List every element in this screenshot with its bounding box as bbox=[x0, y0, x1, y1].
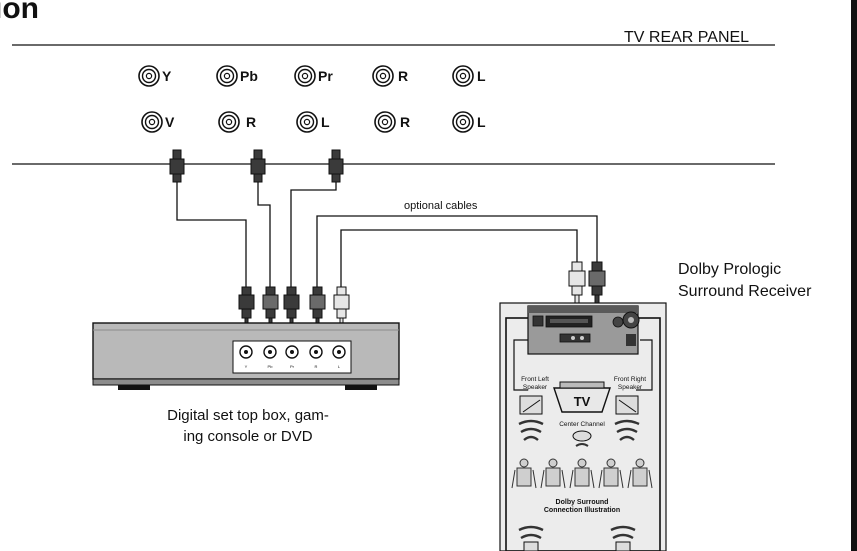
rear-jack bbox=[452, 111, 474, 133]
box-jack bbox=[263, 345, 277, 359]
jack-label-l-audio-2: L bbox=[477, 114, 486, 130]
cable-note: optional cables bbox=[404, 200, 478, 212]
box-jack-label: Y bbox=[245, 364, 248, 369]
receiver-label-line2: Surround Receiver bbox=[678, 283, 812, 300]
jack-label-v: V bbox=[165, 114, 175, 130]
component-cables bbox=[176, 182, 337, 287]
front-left-speaker-icon bbox=[518, 395, 544, 441]
rca-plug-white bbox=[333, 286, 350, 324]
illustration-title-line2: Connection Illustration bbox=[544, 507, 620, 514]
rca-plug bbox=[328, 149, 344, 183]
receiver-label-line1: Dolby Prologic bbox=[678, 261, 781, 278]
optional-audio-cables bbox=[316, 215, 598, 287]
title-fragment: ion bbox=[0, 0, 39, 25]
av-receiver bbox=[527, 305, 640, 355]
box-jack-label: Pr bbox=[290, 364, 295, 369]
box-caption-line1: Digital set top box, gam- bbox=[167, 407, 329, 424]
front-left-label-line2: Speaker bbox=[523, 384, 548, 391]
tv-icon bbox=[553, 381, 611, 413]
box-jack bbox=[309, 345, 323, 359]
box-jack-label: Pb bbox=[268, 364, 274, 369]
listener-icon bbox=[569, 458, 595, 489]
panel-label: TV REAR PANEL bbox=[624, 29, 749, 46]
jack-label-y: Y bbox=[162, 68, 172, 84]
rear-jack bbox=[216, 65, 238, 87]
illustration-title-line1: Dolby Surround bbox=[556, 499, 609, 506]
rca-plug-white bbox=[568, 261, 586, 304]
rear-jack bbox=[374, 111, 396, 133]
box-jack bbox=[332, 345, 346, 359]
rear-jack bbox=[296, 111, 318, 133]
rear-jack bbox=[138, 65, 160, 87]
center-speaker-icon bbox=[572, 430, 592, 447]
listener-icon bbox=[511, 458, 537, 489]
front-right-speaker-icon bbox=[614, 395, 640, 441]
front-right-label-line2: Speaker bbox=[618, 384, 643, 391]
rear-jack bbox=[141, 111, 163, 133]
box-jack-label: L bbox=[338, 364, 341, 369]
jack-label-l-top: L bbox=[477, 68, 486, 84]
rca-plug bbox=[169, 149, 185, 183]
rca-plug bbox=[588, 261, 606, 304]
jack-label-r-top: R bbox=[398, 68, 408, 84]
box-jack bbox=[285, 345, 299, 359]
listener-icon bbox=[540, 458, 566, 489]
right-edge-bar bbox=[851, 0, 857, 551]
listener-icon bbox=[598, 458, 624, 489]
tv-label: TV bbox=[574, 394, 591, 409]
jack-label-pr: Pr bbox=[318, 68, 333, 84]
box-jack-label: R bbox=[315, 364, 318, 369]
listener-icon bbox=[627, 458, 653, 489]
rear-right-speaker-icon bbox=[610, 525, 636, 551]
jack-label-pb: Pb bbox=[240, 68, 258, 84]
box-caption-line2: ing console or DVD bbox=[183, 428, 312, 445]
rear-jack bbox=[372, 65, 394, 87]
rca-plug bbox=[250, 149, 266, 183]
rear-jack bbox=[294, 65, 316, 87]
box-jack bbox=[239, 345, 253, 359]
jack-label-r-audio-2: R bbox=[400, 114, 410, 130]
rca-plug bbox=[283, 286, 300, 324]
rca-plug bbox=[238, 286, 255, 324]
rear-left-speaker-icon bbox=[518, 525, 544, 551]
rca-plug bbox=[262, 286, 279, 324]
front-right-label-line1: Front Right bbox=[614, 376, 646, 383]
jack-label-r-audio-1: R bbox=[246, 114, 256, 130]
jack-label-l-audio-1: L bbox=[321, 114, 330, 130]
center-channel-label: Center Channel bbox=[559, 421, 605, 428]
rear-jack bbox=[218, 111, 240, 133]
rear-jack bbox=[452, 65, 474, 87]
front-left-label-line1: Front Left bbox=[521, 376, 549, 383]
rca-plug bbox=[309, 286, 326, 324]
